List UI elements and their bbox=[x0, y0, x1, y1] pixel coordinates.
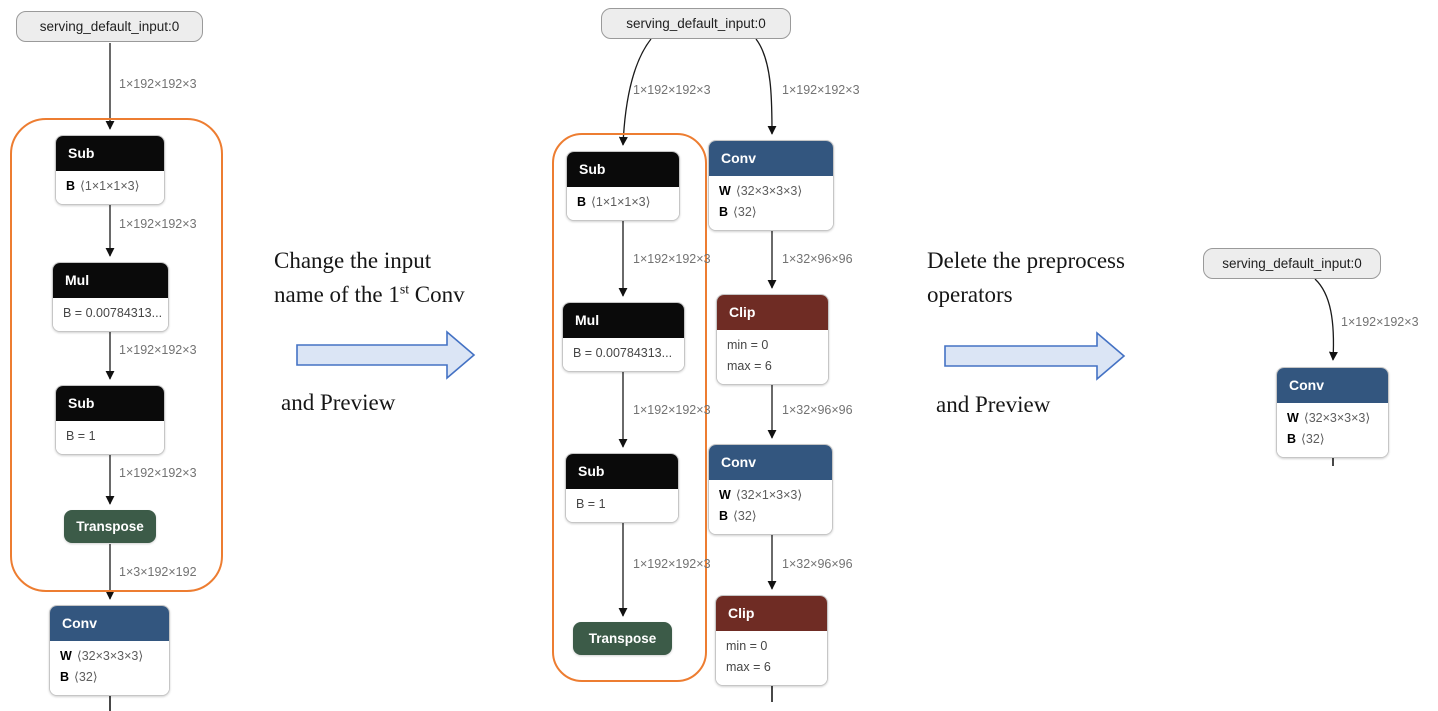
annotation-delete: Delete the preprocess operators bbox=[927, 244, 1125, 312]
param-shape: ⟨32⟩ bbox=[74, 670, 98, 684]
param-shape: ⟨32×3×3×3⟩ bbox=[1303, 411, 1371, 425]
param-shape: ⟨1×1×1×3⟩ bbox=[80, 179, 140, 193]
param-shape: ⟨32⟩ bbox=[733, 205, 757, 219]
tensor-shape-label: 1×192×192×3 bbox=[119, 77, 197, 91]
op-attr: min = 0 bbox=[727, 338, 769, 352]
transform-arrow-change bbox=[296, 330, 476, 380]
annotation-line: Conv bbox=[409, 282, 465, 307]
param-name: W bbox=[60, 649, 72, 663]
op-node-clip1: Clip min = 0 max = 6 bbox=[716, 294, 829, 385]
op-title: Conv bbox=[709, 141, 833, 176]
op-attr: max = 6 bbox=[726, 660, 771, 674]
op-title: Sub bbox=[566, 454, 678, 489]
param-shape: ⟨32⟩ bbox=[733, 509, 757, 523]
op-node-mul: Mul B = 0.00784313... bbox=[562, 302, 685, 372]
edge-right-input-conv bbox=[1314, 278, 1338, 361]
param-name: B bbox=[1287, 432, 1297, 446]
op-node-transpose: Transpose bbox=[573, 622, 672, 655]
param-name: B bbox=[60, 670, 70, 684]
op-title: Mul bbox=[53, 263, 168, 298]
op-node-sub2: Sub B = 1 bbox=[565, 453, 679, 523]
annotation-line: Change the input bbox=[274, 248, 432, 273]
edge-mid-input-conv bbox=[755, 38, 777, 135]
op-title: Sub bbox=[56, 386, 164, 421]
param-name: B bbox=[719, 205, 729, 219]
highlight-preprocess-middle bbox=[552, 133, 707, 682]
input-node: serving_default_input:0 bbox=[1203, 248, 1381, 279]
op-node-conv1: Conv W ⟨32×3×3×3⟩ B ⟨32⟩ bbox=[708, 140, 834, 231]
edge-mid-input-sub bbox=[618, 38, 652, 146]
param-shape: ⟨1×1×1×3⟩ bbox=[591, 195, 651, 209]
op-node-conv: Conv W ⟨32×3×3×3⟩ B ⟨32⟩ bbox=[49, 605, 170, 696]
op-title: Conv bbox=[50, 606, 169, 641]
annotation-change: Change the input name of the 1st Conv bbox=[274, 244, 465, 312]
ordinal-superscript: st bbox=[399, 281, 410, 297]
annotation-line: operators bbox=[927, 282, 1013, 307]
annotation-change-preview: and Preview bbox=[281, 390, 396, 415]
op-title: Conv bbox=[709, 445, 832, 480]
param-shape: ⟨32×3×3×3⟩ bbox=[76, 649, 144, 663]
op-attr: B = 1 bbox=[66, 429, 96, 443]
param-name: B bbox=[719, 509, 729, 523]
op-attr: B = 1 bbox=[576, 497, 606, 511]
op-attr: B = 0.00784313... bbox=[63, 306, 163, 320]
op-title: Clip bbox=[716, 596, 827, 631]
tensor-shape-label: 1×192×192×3 bbox=[633, 557, 711, 571]
tensor-shape-label: 1×32×96×96 bbox=[782, 252, 853, 266]
op-node-clip2: Clip min = 0 max = 6 bbox=[715, 595, 828, 686]
param-name: W bbox=[719, 184, 731, 198]
op-node-conv2: Conv W ⟨32×1×3×3⟩ B ⟨32⟩ bbox=[708, 444, 833, 535]
tensor-shape-label: 1×192×192×3 bbox=[782, 83, 860, 97]
param-shape: ⟨32×3×3×3⟩ bbox=[735, 184, 803, 198]
tensor-shape-label: 1×192×192×3 bbox=[119, 466, 197, 480]
op-attr: max = 6 bbox=[727, 359, 772, 373]
param-name: W bbox=[1287, 411, 1299, 425]
param-shape: ⟨32⟩ bbox=[1301, 432, 1325, 446]
op-title: Mul bbox=[563, 303, 684, 338]
op-node-mul: Mul B = 0.00784313... bbox=[52, 262, 169, 332]
transform-arrow-delete bbox=[944, 331, 1126, 381]
op-node-sub: Sub B ⟨1×1×1×3⟩ bbox=[55, 135, 165, 205]
param-name: W bbox=[719, 488, 731, 502]
op-attr: min = 0 bbox=[726, 639, 768, 653]
input-node: serving_default_input:0 bbox=[601, 8, 791, 39]
param-name: B bbox=[66, 179, 76, 193]
op-attr: B = 0.00784313... bbox=[573, 346, 673, 360]
op-node-conv: Conv W ⟨32×3×3×3⟩ B ⟨32⟩ bbox=[1276, 367, 1389, 458]
highlight-preprocess-left bbox=[10, 118, 223, 592]
tensor-shape-label: 1×192×192×3 bbox=[633, 403, 711, 417]
tensor-shape-label: 1×32×96×96 bbox=[782, 403, 853, 417]
op-title: Conv bbox=[1277, 368, 1388, 403]
tensor-shape-label: 1×192×192×3 bbox=[633, 83, 711, 97]
tensor-shape-label: 1×32×96×96 bbox=[782, 557, 853, 571]
tensor-shape-label: 1×192×192×3 bbox=[633, 252, 711, 266]
op-node-sub2: Sub B = 1 bbox=[55, 385, 165, 455]
annotation-delete-preview: and Preview bbox=[936, 392, 1051, 417]
tensor-shape-label: 1×192×192×3 bbox=[119, 343, 197, 357]
param-shape: ⟨32×1×3×3⟩ bbox=[735, 488, 803, 502]
annotation-line: Delete the preprocess bbox=[927, 248, 1125, 273]
annotation-line: name of the 1 bbox=[274, 282, 400, 307]
input-node: serving_default_input:0 bbox=[16, 11, 203, 42]
op-title: Sub bbox=[56, 136, 164, 171]
tensor-shape-label: 1×3×192×192 bbox=[119, 565, 197, 579]
param-name: B bbox=[577, 195, 587, 209]
tensor-shape-label: 1×192×192×3 bbox=[119, 217, 197, 231]
tensor-shape-label: 1×192×192×3 bbox=[1341, 315, 1419, 329]
op-node-sub: Sub B ⟨1×1×1×3⟩ bbox=[566, 151, 680, 221]
op-node-transpose: Transpose bbox=[64, 510, 156, 543]
op-title: Sub bbox=[567, 152, 679, 187]
op-title: Clip bbox=[717, 295, 828, 330]
